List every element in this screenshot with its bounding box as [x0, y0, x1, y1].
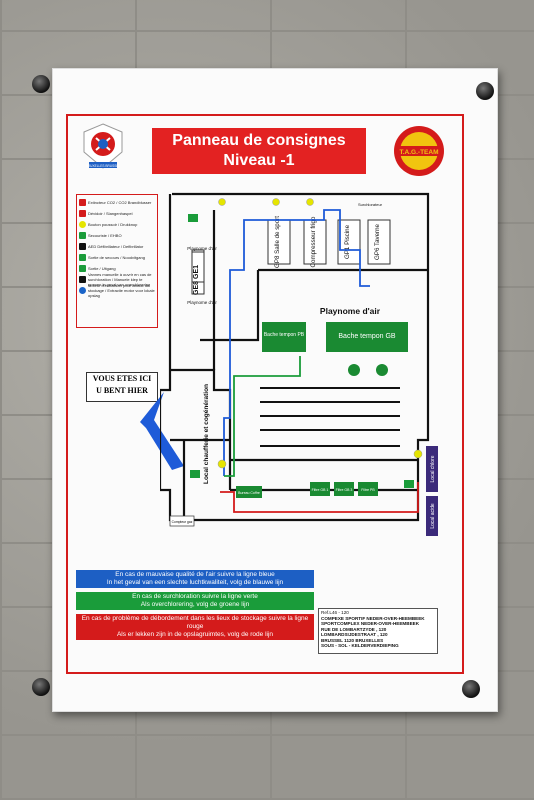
- playnome-bottom-label: Playnome d'air: [187, 300, 217, 305]
- you-are-here-nl: U BENT HIER: [96, 386, 148, 395]
- you-are-here-arrow: [140, 392, 184, 470]
- playnome-top-label: Playnome d'air: [187, 246, 217, 251]
- logo-right-text: T.A.G.-TEAM: [400, 149, 439, 156]
- instruction-nl: Als er lekken zijn in de opslagruimtes, …: [116, 631, 274, 638]
- instruction-fr: En cas de surchloration suivre la ligne …: [132, 593, 258, 600]
- instruction-bar: En cas de problème de débordement dans l…: [76, 614, 314, 640]
- reference-line: COMPEXE SPORTIF NEDER-OVER-HEEMBEEK: [321, 615, 425, 621]
- legend-item: Dévidoir / Slangenhaspel: [79, 208, 155, 219]
- legend-item: Bouton poussoir / Drukknop: [79, 219, 155, 230]
- local-acide-label: Local acide: [430, 503, 436, 529]
- red-border: [66, 114, 464, 674]
- fire-brigade-logo: BRUXELLES BRUSSEL: [83, 123, 123, 169]
- floor-plan: GP8 Salle de sport Compresseur frigo GP1…: [160, 192, 438, 536]
- motor-icon: [79, 287, 86, 294]
- screw-icon: [32, 75, 50, 93]
- legend-text: Dévidoir / Slangenhaspel: [88, 211, 133, 216]
- reference-line: RUE DE LOMBARTZYDE , 120: [321, 626, 387, 632]
- compresseur-label: Compresseur frigo: [310, 216, 317, 267]
- filtre-gb1-label: Filtre GB 1: [312, 488, 329, 492]
- compteur-gaz-label: Compteur gaz: [172, 520, 193, 524]
- first-aid-icon: [79, 232, 86, 239]
- exit-icon: [79, 254, 86, 261]
- legend-text: Sortie de secours / Noodvitgang: [88, 255, 145, 260]
- legend-item: Sortie / Uitgang: [79, 263, 155, 274]
- filtre-gb3-label: Filtre GB 3: [336, 488, 353, 492]
- you-are-here-box: VOUS ETES ICI U BENT HIER: [86, 372, 158, 402]
- door-icon: [79, 265, 86, 272]
- filtre-pb-label: Filtre PB: [361, 488, 375, 492]
- reference-line: SPORTCOMPLEX NEDER-OVER-HEEMBEEK: [321, 621, 420, 626]
- playnome-main-label: Playnome d'air: [320, 306, 381, 316]
- reference-line: BRUSSEL 1120 BRUXELLES: [321, 637, 384, 643]
- button-icon: [79, 221, 86, 228]
- legend-text: Bouton poussoir / Drukknop: [88, 222, 138, 227]
- legend-text: Moteur d'extraction pour locaux de stock…: [88, 283, 155, 298]
- page-title: Panneau de consignes Niveau -1: [152, 128, 366, 174]
- reference-line: LOMBARDSIJDESTRAAT , 120: [321, 632, 388, 637]
- screw-icon: [462, 680, 480, 698]
- you-are-here-fr: VOUS ETES ICI: [92, 374, 152, 383]
- valve-icon: [79, 276, 86, 283]
- reference-line: Ref.L46 - 120: [321, 610, 349, 615]
- hose-icon: [79, 210, 86, 217]
- gp8-label: GP8 Salle de sport: [274, 216, 281, 268]
- bache-gb-label: Bache tempon GB: [338, 333, 396, 340]
- gp6-label: GP6 Taverne: [374, 223, 381, 260]
- ge1-label: GE1: [193, 265, 200, 279]
- legend-text: AED Défibrillateur / Defibrillator: [88, 244, 144, 249]
- reference-line: SOUS - SOL - KELDERVERDIEPING: [321, 643, 399, 648]
- instruction-nl: Als overchlorering, volg de groene lijn: [140, 601, 250, 608]
- local-chlore-label: Local chlore: [430, 455, 436, 482]
- surchlorateur-label: Surchlorateur: [358, 202, 383, 207]
- logo-left-text: BRUXELLES BRUSSEL: [86, 164, 121, 168]
- instruction-fr: En cas de problème de débordement dans l…: [81, 615, 309, 630]
- legend-text: Secouriste / EHBO: [88, 233, 122, 238]
- legend-item: Extincteur CO2 / CO2 Brandblusser: [79, 197, 155, 208]
- legend-text: Extincteur CO2 / CO2 Brandblusser: [88, 200, 152, 205]
- screw-icon: [32, 678, 50, 696]
- tag-team-logo: T.A.G.-TEAM: [394, 126, 444, 176]
- gp1-label: GP1 Piscine: [344, 224, 351, 259]
- instruction-bar: En cas de surchloration suivre la ligne …: [76, 592, 314, 610]
- instruction-fr: En cas de mauvaise qualité de l'air suiv…: [115, 571, 275, 578]
- chaufferie-label: Local chaufferie et cogénération: [203, 384, 210, 484]
- legend-item: Sortie de secours / Noodvitgang: [79, 252, 155, 263]
- bureau-coffre-label: Bureau Coffre: [238, 491, 260, 495]
- legend-item: Secouriste / EHBO: [79, 230, 155, 241]
- bache-pb-label: Bache tempon PB: [264, 332, 305, 338]
- legend-text: Sortie / Uitgang: [88, 266, 116, 271]
- legend-text: Vannes manuelle à ouvrir en cas de surch…: [88, 272, 152, 287]
- ge8-label: GE8: [193, 281, 200, 295]
- instruction-bar: En cas de mauvaise qualité de l'air suiv…: [76, 570, 314, 588]
- legend-item: Vannes manuelle à ouvrir en cas de surch…: [79, 272, 155, 287]
- title-line-2: Niveau -1: [223, 152, 295, 169]
- extinguisher-icon: [79, 199, 86, 206]
- legend-item: AED Défibrillateur / Defibrillator: [79, 241, 155, 252]
- legend-item: Moteur d'extraction pour locaux de stock…: [79, 283, 155, 298]
- aed-icon: [79, 243, 86, 250]
- title-line-1: Panneau de consignes: [172, 132, 346, 149]
- instruction-nl: In het geval van een slechte luchtkwalit…: [106, 579, 284, 586]
- screw-icon: [476, 82, 494, 100]
